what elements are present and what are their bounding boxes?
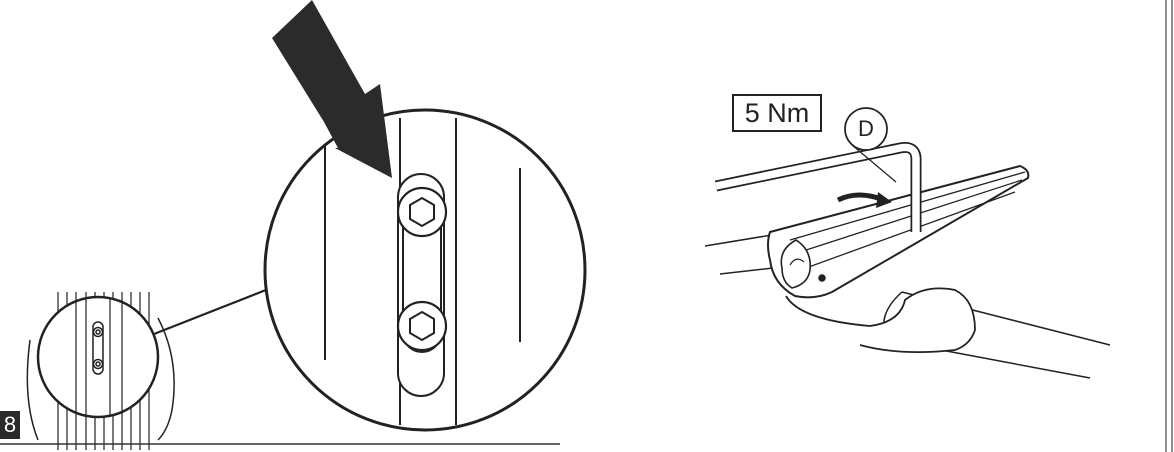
callout-leader bbox=[851, 144, 897, 183]
part-callout-label: D bbox=[858, 116, 874, 141]
overview-bolt-bottom bbox=[92, 358, 104, 370]
magnified-bolt-top bbox=[396, 186, 448, 238]
overview-foot-outline bbox=[26, 317, 175, 441]
step-number-badge: 8 bbox=[0, 411, 20, 439]
left-panel bbox=[26, 108, 587, 450]
pointer-arrow-icon bbox=[272, 0, 392, 178]
right-panel bbox=[704, 107, 1111, 379]
foot-housing bbox=[785, 287, 976, 353]
torque-value-label: 5 Nm bbox=[732, 94, 822, 132]
hex-key-icon bbox=[714, 142, 922, 232]
bar-end-profile bbox=[780, 239, 812, 289]
magnifier-connector bbox=[153, 284, 277, 336]
part-callout-circle bbox=[844, 107, 888, 151]
magnified-bolt-bottom bbox=[396, 300, 448, 352]
overview-bolt-top bbox=[92, 326, 104, 338]
